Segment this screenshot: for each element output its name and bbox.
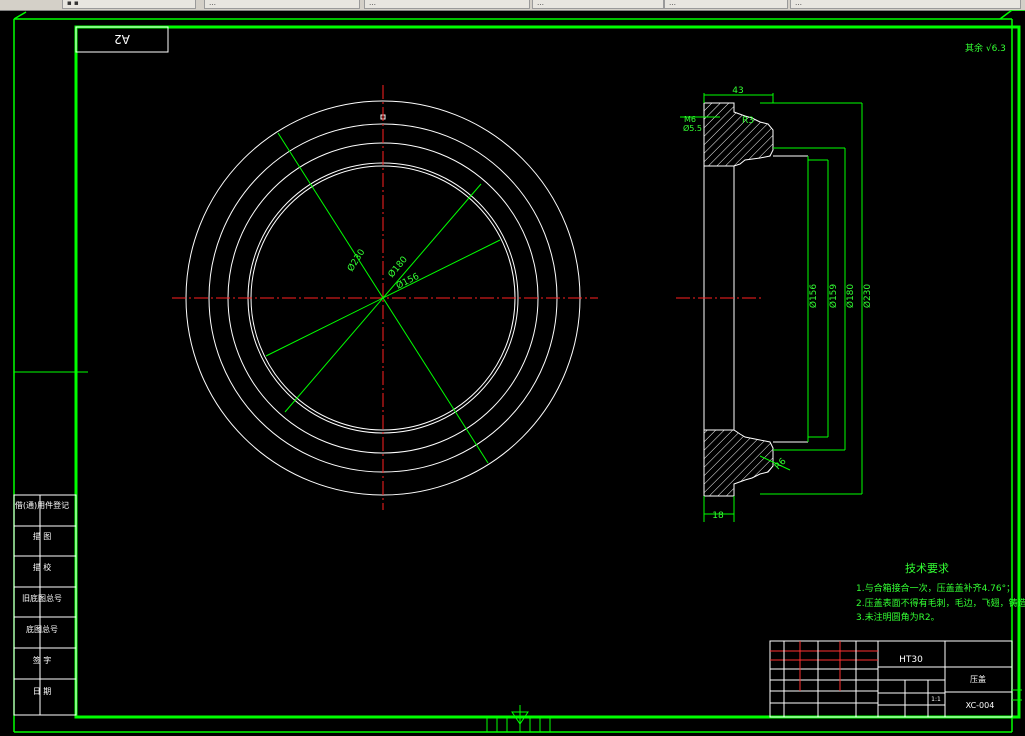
svg-text:A2: A2 xyxy=(114,32,130,46)
side-label-1: 借(通)用件登记 xyxy=(15,500,69,510)
title-block-material: HT30 xyxy=(899,655,923,665)
taskbar-button-2[interactable]: … xyxy=(204,0,360,9)
dim-section-top-width: 43 xyxy=(732,86,743,96)
title-block xyxy=(769,640,1013,718)
side-label-7: 日 期 xyxy=(33,687,52,696)
dim-section-r6: R6 xyxy=(773,456,789,472)
taskbar: ▪ ▪ … … … … … xyxy=(0,0,1025,11)
section-view: 43 M6 Ø5.5 R3 R6 18 Ø156 Ø159 Ø180 Ø230 xyxy=(676,86,873,522)
front-view: Ø230 Ø180 Ø156 xyxy=(172,85,598,510)
taskbar-button-4[interactable]: … xyxy=(532,0,664,9)
title-block-part-name: 压盖 xyxy=(970,674,986,684)
title-block-drawing-no: XC-004 xyxy=(966,701,995,710)
dim-section-180: Ø180 xyxy=(845,284,856,309)
taskbar-button-3[interactable]: … xyxy=(364,0,530,9)
dim-section-m6: M6 xyxy=(684,115,696,124)
roughness-note: 其余 √6.3 xyxy=(965,42,1006,54)
tech-req-title: 技术要求 xyxy=(905,562,949,575)
side-label-column: 借(通)用件登记 描 图 描 校 旧底图总号 底图总号 签 字 日 期 xyxy=(13,371,88,716)
taskbar-button-1[interactable]: ▪ ▪ xyxy=(62,0,196,9)
tech-req-item-2: 2.压盖表面不得有毛刺，毛边，飞翅，铸造件缺陷； xyxy=(856,597,1025,609)
side-label-6: 签 字 xyxy=(33,655,52,665)
dim-front-230: Ø230 xyxy=(345,247,367,274)
tech-req-item-1: 1.与合箱接合一次，压盖盖补齐4.76°； xyxy=(856,582,1015,594)
dim-section-230: Ø230 xyxy=(862,284,873,309)
cad-drawing-canvas[interactable]: A2 其余 √6.3 借(通)用件登记 描 图 描 校 旧底图总号 底图总号 签… xyxy=(0,10,1025,736)
dim-section-156: Ø156 xyxy=(808,284,819,309)
technical-requirements: 技术要求 1.与合箱接合一次，压盖盖补齐4.76°； 2.压盖表面不得有毛刺，毛… xyxy=(856,562,1025,623)
dim-section-m6b: Ø5.5 xyxy=(683,123,702,133)
dim-section-bottom-width: 18 xyxy=(712,511,724,521)
side-label-4: 旧底图总号 xyxy=(22,593,62,603)
taskbar-button-5[interactable]: … xyxy=(664,0,788,9)
drawing-code-box: A2 xyxy=(75,26,169,53)
title-block-scale: 1:1 xyxy=(931,696,941,703)
side-label-5: 底图总号 xyxy=(26,624,58,634)
taskbar-button-6[interactable]: … xyxy=(790,0,1021,9)
dim-section-159: Ø159 xyxy=(828,284,839,309)
tech-req-item-3: 3.未注明圆角为R2。 xyxy=(856,611,940,623)
side-label-2: 描 图 xyxy=(33,531,52,541)
side-label-3: 描 校 xyxy=(33,562,52,572)
dim-section-r3: R3 xyxy=(742,116,754,126)
centering-marks xyxy=(486,689,1022,732)
